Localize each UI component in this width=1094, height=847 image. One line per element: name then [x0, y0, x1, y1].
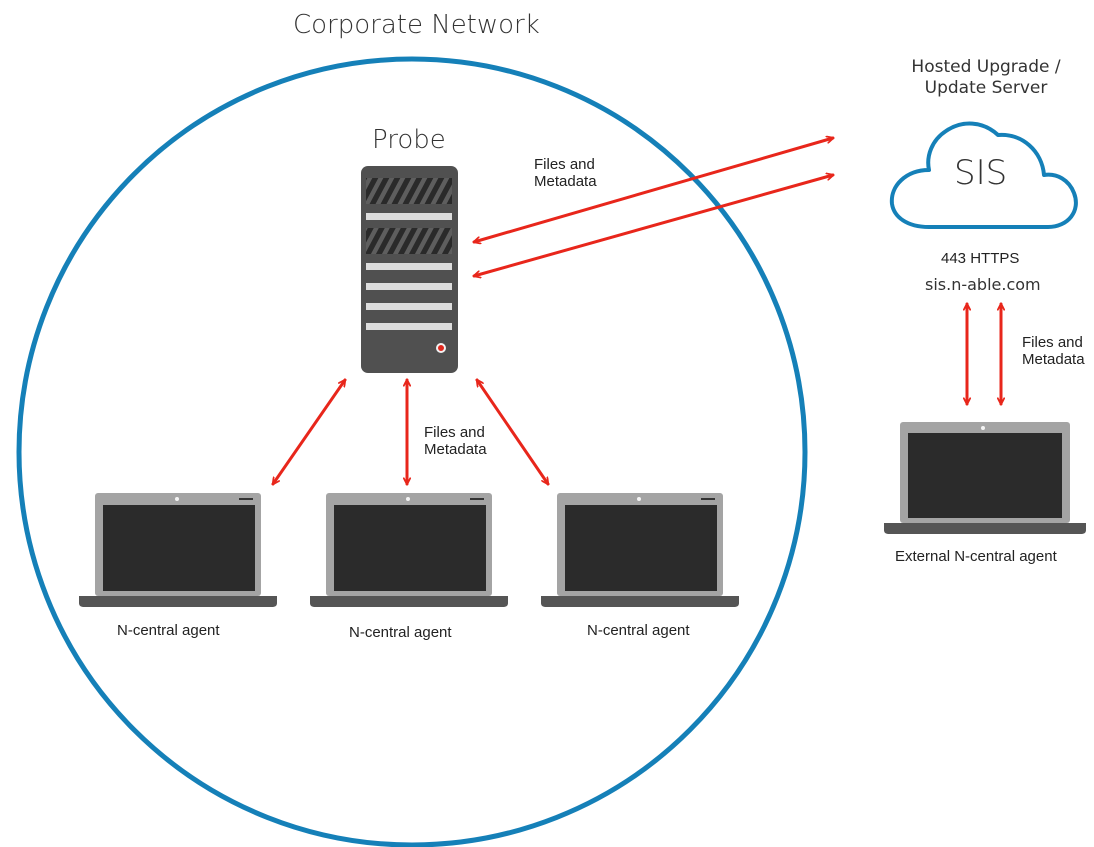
probe-agent-arrow — [475, 378, 550, 486]
port-label: 443 HTTPS — [941, 250, 1020, 267]
sis-url: sis.n-able.com — [925, 275, 1041, 294]
laptop-icon — [541, 493, 739, 607]
probe-label: Probe — [372, 125, 446, 155]
corporate-network-boundary — [16, 56, 808, 847]
probe-agents-flow-label: Files and Metadata — [424, 424, 487, 458]
agent-label: N-central agent — [349, 624, 452, 641]
laptop-icon — [310, 493, 508, 607]
sis-external-flow-label: Files and Metadata — [1022, 334, 1085, 368]
sis-cloud-icon — [889, 121, 1078, 229]
probe-sis-flow-label: Files and Metadata — [534, 156, 597, 190]
laptop-icon — [79, 493, 277, 607]
sis-label: SIS — [954, 153, 1008, 193]
agent-label: N-central agent — [117, 622, 220, 639]
probe-server-icon — [361, 166, 458, 373]
agent-label: N-central agent — [587, 622, 690, 639]
probe-sis-arrow — [474, 175, 833, 276]
external-agent-label: External N-central agent — [895, 548, 1057, 565]
cloud-caption: Hosted Upgrade / Update Server — [911, 57, 1061, 98]
probe-agent-arrow — [271, 378, 347, 486]
diagram-title: Corporate Network — [293, 10, 540, 40]
external-laptop-icon — [884, 422, 1086, 534]
